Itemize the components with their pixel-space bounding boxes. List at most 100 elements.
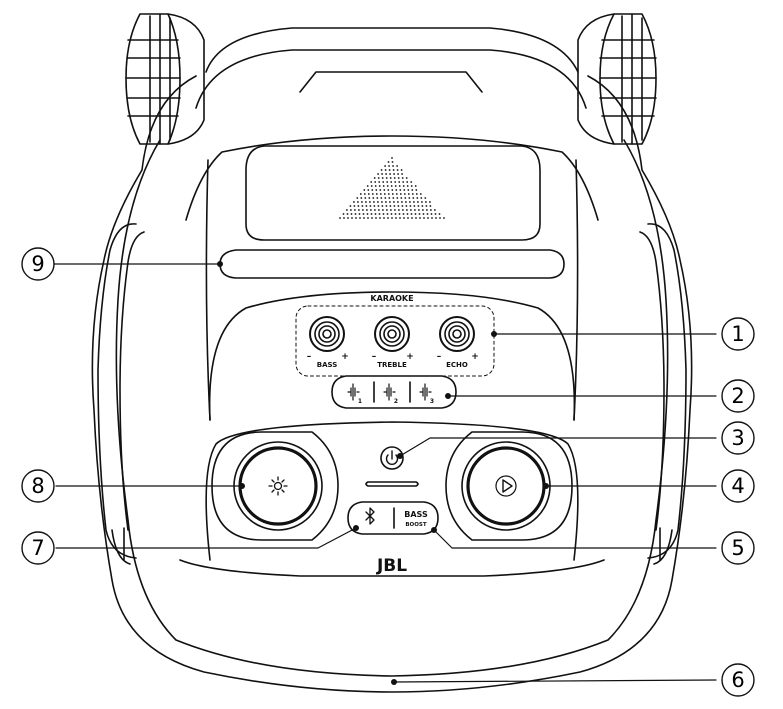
- grille-dot: [416, 197, 419, 199]
- upper-grille-window: [245, 145, 541, 241]
- grille-dot: [406, 213, 409, 215]
- grille-dot: [394, 181, 397, 183]
- bass-plus: +: [341, 352, 349, 362]
- treble-label: TREBLE: [377, 361, 407, 369]
- grille-dot: [386, 185, 389, 187]
- grille-dot: [420, 197, 423, 199]
- grille-dot: [435, 217, 437, 219]
- power-button[interactable]: [380, 446, 404, 470]
- grille-dot: [366, 213, 369, 215]
- grille-dot: [401, 201, 403, 203]
- grille-dot: [377, 177, 380, 179]
- grille-dot: [358, 213, 361, 215]
- grille-dot: [364, 197, 367, 199]
- grille-dot: [376, 197, 379, 199]
- bass-knob[interactable]: [309, 316, 345, 352]
- grille-dot: [438, 213, 441, 215]
- grille-dot: [398, 209, 400, 211]
- grille-dot: [369, 205, 372, 207]
- callout-numbers: 1 2 3 4 5 6 7 8 9: [31, 252, 744, 692]
- grille-dot: [425, 201, 427, 203]
- grille-dot: [374, 213, 377, 215]
- control-panel: [179, 291, 605, 577]
- callout-6: 6: [731, 668, 744, 692]
- grille-dot: [375, 193, 378, 195]
- grille-dot: [378, 181, 381, 183]
- grille-dot: [393, 201, 395, 203]
- grille-dot: [358, 209, 360, 211]
- grille-dot: [427, 217, 429, 219]
- grille-dot: [384, 197, 387, 199]
- grille-dot: [439, 217, 441, 219]
- grille-dot: [384, 165, 386, 167]
- grille-dot: [411, 189, 414, 191]
- echo-knob[interactable]: [439, 316, 475, 352]
- grille-dot: [373, 201, 375, 203]
- grille-dot: [356, 197, 359, 199]
- grille-dot: [378, 213, 381, 215]
- grille-dot: [405, 201, 407, 203]
- grille-dot: [382, 209, 384, 211]
- top-rim: [195, 27, 587, 109]
- power-icon: [385, 450, 399, 465]
- grille-dot: [419, 217, 421, 219]
- grille-dot: [370, 185, 373, 187]
- grille-dot: [353, 205, 356, 207]
- grille-dot: [391, 217, 393, 219]
- grille-dot: [410, 209, 412, 211]
- grille-dot: [397, 205, 400, 207]
- grille-dot: [339, 217, 341, 219]
- grille-dot: [385, 201, 387, 203]
- grille-dot: [367, 217, 369, 219]
- grille-dot: [405, 205, 408, 207]
- grille-dot: [402, 213, 405, 215]
- grille-dot: [430, 213, 433, 215]
- grille-dot: [367, 189, 370, 191]
- grille-dot: [354, 213, 357, 215]
- treble-knob[interactable]: [374, 316, 410, 352]
- grille-dot: [395, 193, 398, 195]
- grille-dot: [424, 197, 427, 199]
- grille-dot: [366, 209, 368, 211]
- grille-dot: [387, 193, 390, 195]
- grille-dot: [396, 169, 399, 171]
- grille-dot: [426, 209, 428, 211]
- grille-dot: [399, 189, 402, 191]
- grille-dot: [434, 213, 437, 215]
- bluetooth-bass-boost-buttons[interactable]: [347, 501, 439, 535]
- grille-dot: [377, 173, 379, 175]
- grille-dot: [346, 209, 348, 211]
- grille-dot: [390, 181, 393, 183]
- grille-dot: [371, 189, 374, 191]
- grille-dot: [392, 165, 394, 167]
- grille-dot: [415, 193, 418, 195]
- callout-circles: [21, 247, 755, 697]
- grille-dot: [425, 205, 428, 207]
- grille-dot: [398, 185, 401, 187]
- effect-3-label: 3: [430, 398, 434, 405]
- grille-dot: [414, 185, 417, 187]
- treble-plus: +: [406, 352, 414, 362]
- bass-boost-label-line2: BOOST: [405, 522, 427, 528]
- grille-dot: [394, 213, 397, 215]
- grille-dot: [381, 177, 384, 179]
- waveform-icon: [347, 383, 432, 401]
- grille-dot: [407, 217, 409, 219]
- sound-effect-buttons[interactable]: [331, 375, 457, 409]
- grille-dot: [409, 205, 412, 207]
- grille-dot: [412, 197, 415, 199]
- callout-4: 4: [731, 474, 744, 498]
- grille-dot: [395, 217, 397, 219]
- grille-dot: [407, 189, 410, 191]
- grille-dot: [391, 161, 394, 163]
- grille-dot: [400, 169, 403, 171]
- grille-dot: [393, 205, 396, 207]
- grille-dot: [343, 217, 345, 219]
- grille-dot: [360, 197, 363, 199]
- callout-3: 3: [731, 426, 744, 450]
- grille-dot: [402, 181, 405, 183]
- grille-dot: [389, 173, 391, 175]
- grille-dot: [389, 205, 392, 207]
